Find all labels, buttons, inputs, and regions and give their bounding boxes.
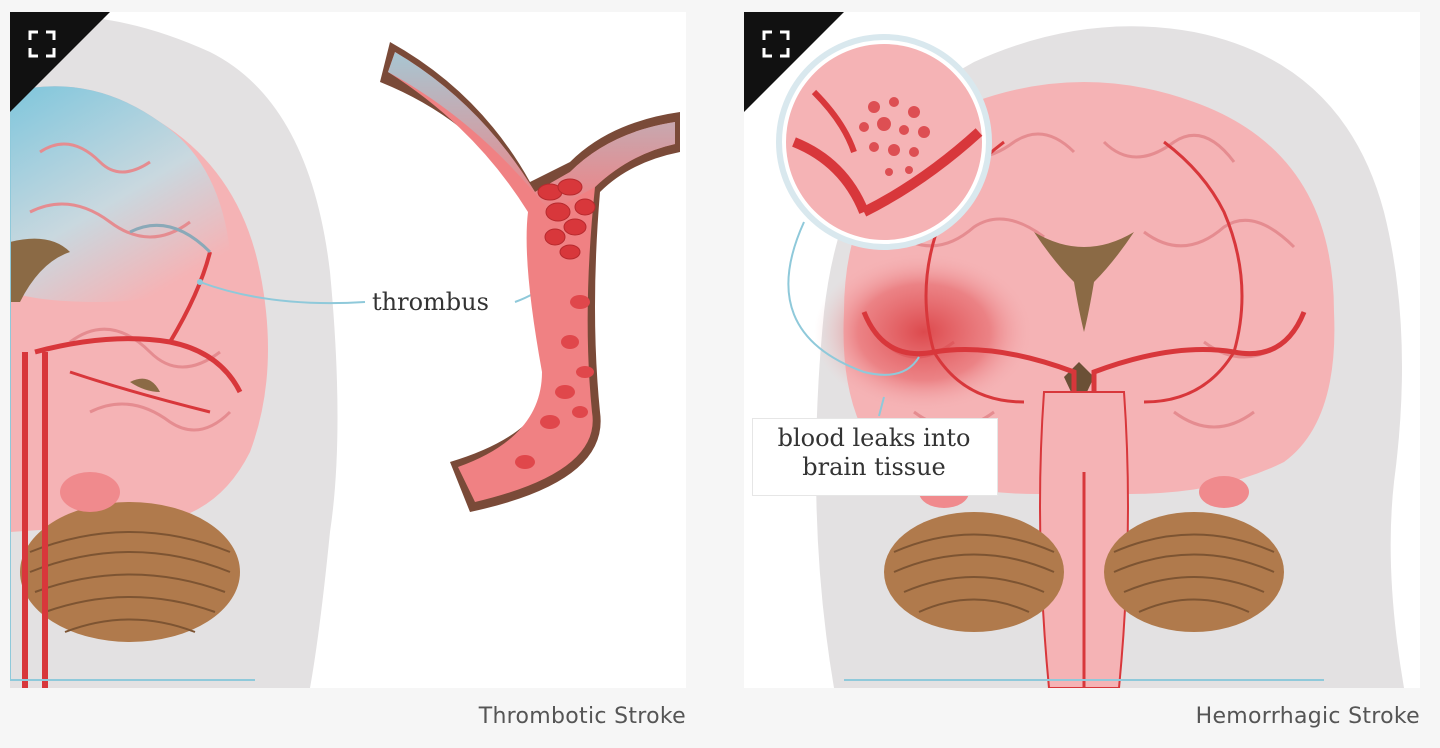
hemorrhagic-illustration	[752, 26, 1404, 688]
thrombus-label: thrombus	[368, 288, 493, 317]
expand-icon	[10, 12, 110, 112]
expand-button[interactable]	[744, 12, 844, 112]
bleed-label: blood leaks into brain tissue	[752, 424, 996, 482]
expand-icon	[744, 12, 844, 112]
hemorrhagic-stroke-figure[interactable]: blood leaks into brain tissue	[744, 12, 1420, 688]
bleed-label-box	[752, 418, 998, 496]
thrombotic-stroke-figure[interactable]: thrombus	[10, 12, 686, 688]
thrombotic-illustration	[10, 16, 680, 688]
caption-hemorrhagic: Hemorrhagic Stroke	[1195, 704, 1420, 729]
caption-thrombotic: Thrombotic Stroke	[478, 704, 686, 729]
bleed-label-line2: brain tissue	[802, 452, 946, 481]
expand-button[interactable]	[10, 12, 110, 112]
bleed-label-line1: blood leaks into	[777, 424, 971, 452]
